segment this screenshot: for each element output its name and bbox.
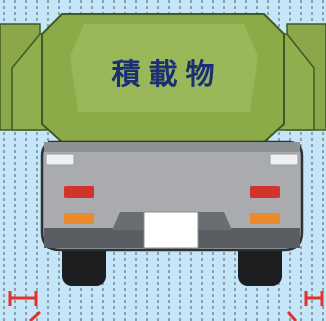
cargo-overhang: 積載物: [0, 13, 326, 143]
cargo-label: 積載物: [111, 57, 222, 91]
right-tail-light: [250, 186, 280, 198]
left-tail-light: [64, 186, 94, 198]
left-width-marker: [8, 291, 42, 321]
right-marker-lamp: [269, 153, 299, 166]
right-turn-signal: [250, 213, 280, 224]
truck-body-top-strip: [44, 142, 300, 152]
left-turn-signal: [64, 213, 94, 224]
width-markers: [8, 291, 324, 321]
truck-body: [40, 140, 304, 252]
truck-rear: [40, 140, 304, 286]
cargo-inner-panel: [70, 24, 258, 112]
license-plate: [143, 211, 199, 249]
left-marker-lamp: [45, 153, 75, 166]
right-width-marker: [286, 291, 324, 321]
